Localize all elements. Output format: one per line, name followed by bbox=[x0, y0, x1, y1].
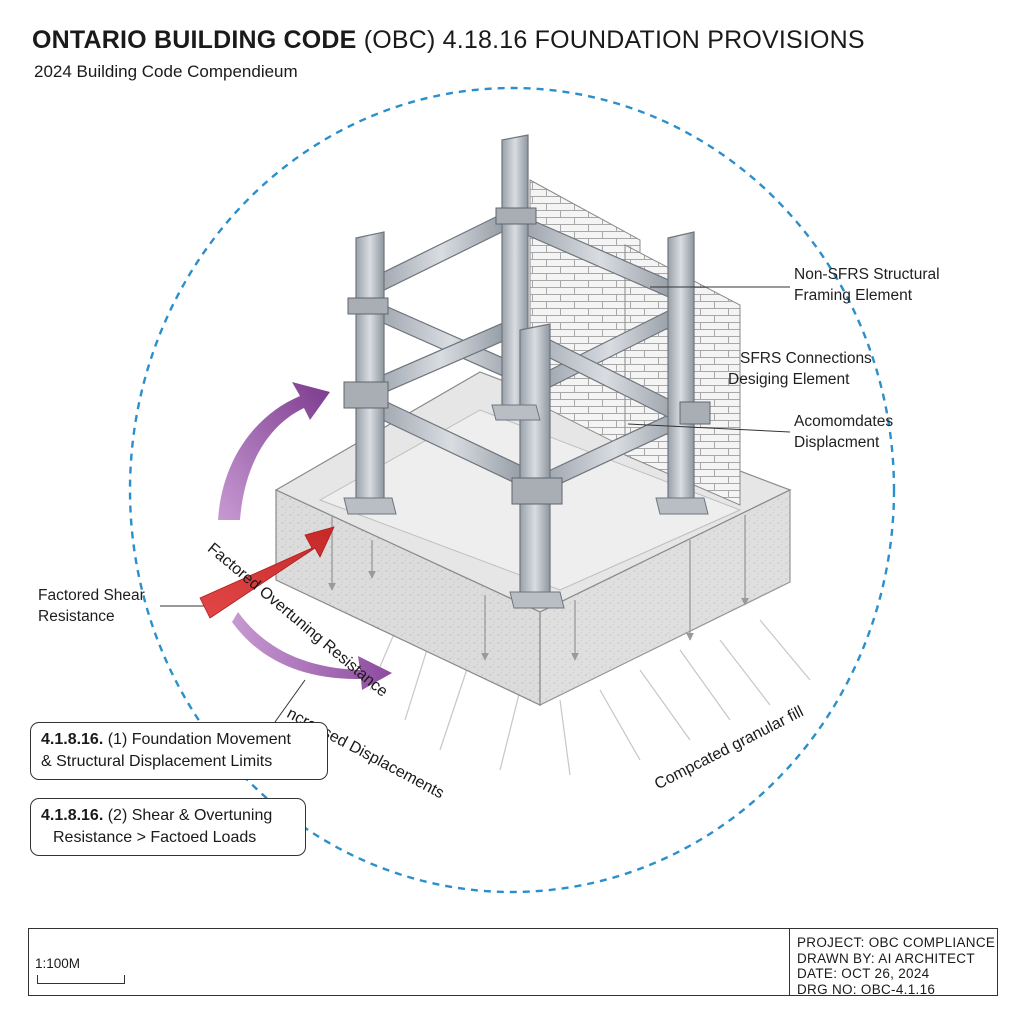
title-bold: ONTARIO BUILDING CODE bbox=[32, 26, 357, 54]
callout-1-line2: & Structural Displacement Limits bbox=[41, 753, 273, 770]
overturning-lower-arrow bbox=[232, 612, 392, 690]
callout-2-line1: 4.1.8.16. (2) Shear & Overtuning bbox=[41, 805, 295, 827]
label-non-sfrs-line1: Non-SFRS Structural bbox=[794, 266, 940, 283]
tb-project: PROJECT: OBC COMPLIANCE bbox=[797, 935, 996, 950]
callout-shear-overturning: 4.1.8.16. (2) Shear & Overtuning Resista… bbox=[30, 798, 306, 856]
tb-date: DATE: OCT 26, 2024 bbox=[797, 966, 930, 981]
callout-2-clause: 4.1.8.16. bbox=[41, 807, 104, 824]
scale-label: 1:100M bbox=[35, 956, 81, 971]
load-arrows bbox=[328, 515, 749, 661]
base-plates bbox=[343, 404, 709, 609]
page-title: ONTARIO BUILDING CODE (OBC) 4.18.16 FOUN… bbox=[32, 26, 865, 55]
page-subtitle: 2024 Building Code Compendieum bbox=[34, 62, 298, 81]
label-factored-shear-line2: Resistance bbox=[38, 608, 115, 625]
label-non-sfrs-line2: Framing Element bbox=[794, 287, 913, 304]
title-rest: (OBC) 4.18.16 FOUNDATION PROVISIONS bbox=[356, 26, 865, 54]
title-block: 1:100M PROJECT: OBC COMPLIANCE DRAWN BY:… bbox=[28, 928, 998, 997]
label-factored-shear: Factored Shear Resistance bbox=[38, 585, 145, 627]
callout-2-line2: Resistance > Factoed Loads bbox=[53, 829, 257, 846]
label-sfrs-line2: Desiging Element bbox=[728, 371, 850, 388]
scale-bar bbox=[37, 975, 125, 984]
design-boundary-ellipse bbox=[128, 86, 896, 894]
label-factored-shear-line1: Factored Shear bbox=[38, 587, 145, 604]
callout-1-clause: 4.1.8.16. bbox=[41, 731, 104, 748]
title-block-divider bbox=[789, 929, 791, 995]
callout-1-text: (1) Foundation Movement bbox=[103, 731, 291, 748]
overturning-arc-arrow bbox=[218, 382, 330, 520]
label-accommodates: Acomomdates Displacment bbox=[794, 411, 893, 453]
label-accommodates-line1: Acomomdates bbox=[794, 413, 894, 430]
callout-foundation-movement: 4.1.8.16. (1) Foundation Movement & Stru… bbox=[30, 722, 328, 780]
callout-1-line1: 4.1.8.16. (1) Foundation Movement bbox=[41, 729, 317, 751]
label-sfrs-line1: SFRS Connections bbox=[740, 350, 872, 367]
connection-brackets bbox=[343, 207, 711, 505]
tb-drg-no: DRG NO: OBC-4.1.16 bbox=[797, 981, 936, 997]
label-accommodates-line2: Displacment bbox=[794, 434, 880, 451]
shear-arrow bbox=[199, 526, 335, 619]
steel-beams bbox=[371, 209, 691, 494]
leader-lines bbox=[160, 286, 791, 723]
title-block-info: PROJECT: OBC COMPLIANCE DRAWN BY: AI ARC… bbox=[797, 935, 995, 997]
callout-2-text: (2) Shear & Overtuning bbox=[103, 807, 273, 824]
tb-drawn-by: DRAWN BY: AI ARCHITECT bbox=[797, 950, 975, 966]
label-sfrs: SFRS Connections Desiging Element bbox=[728, 348, 872, 390]
label-non-sfrs: Non-SFRS Structural Framing Element bbox=[794, 264, 940, 306]
